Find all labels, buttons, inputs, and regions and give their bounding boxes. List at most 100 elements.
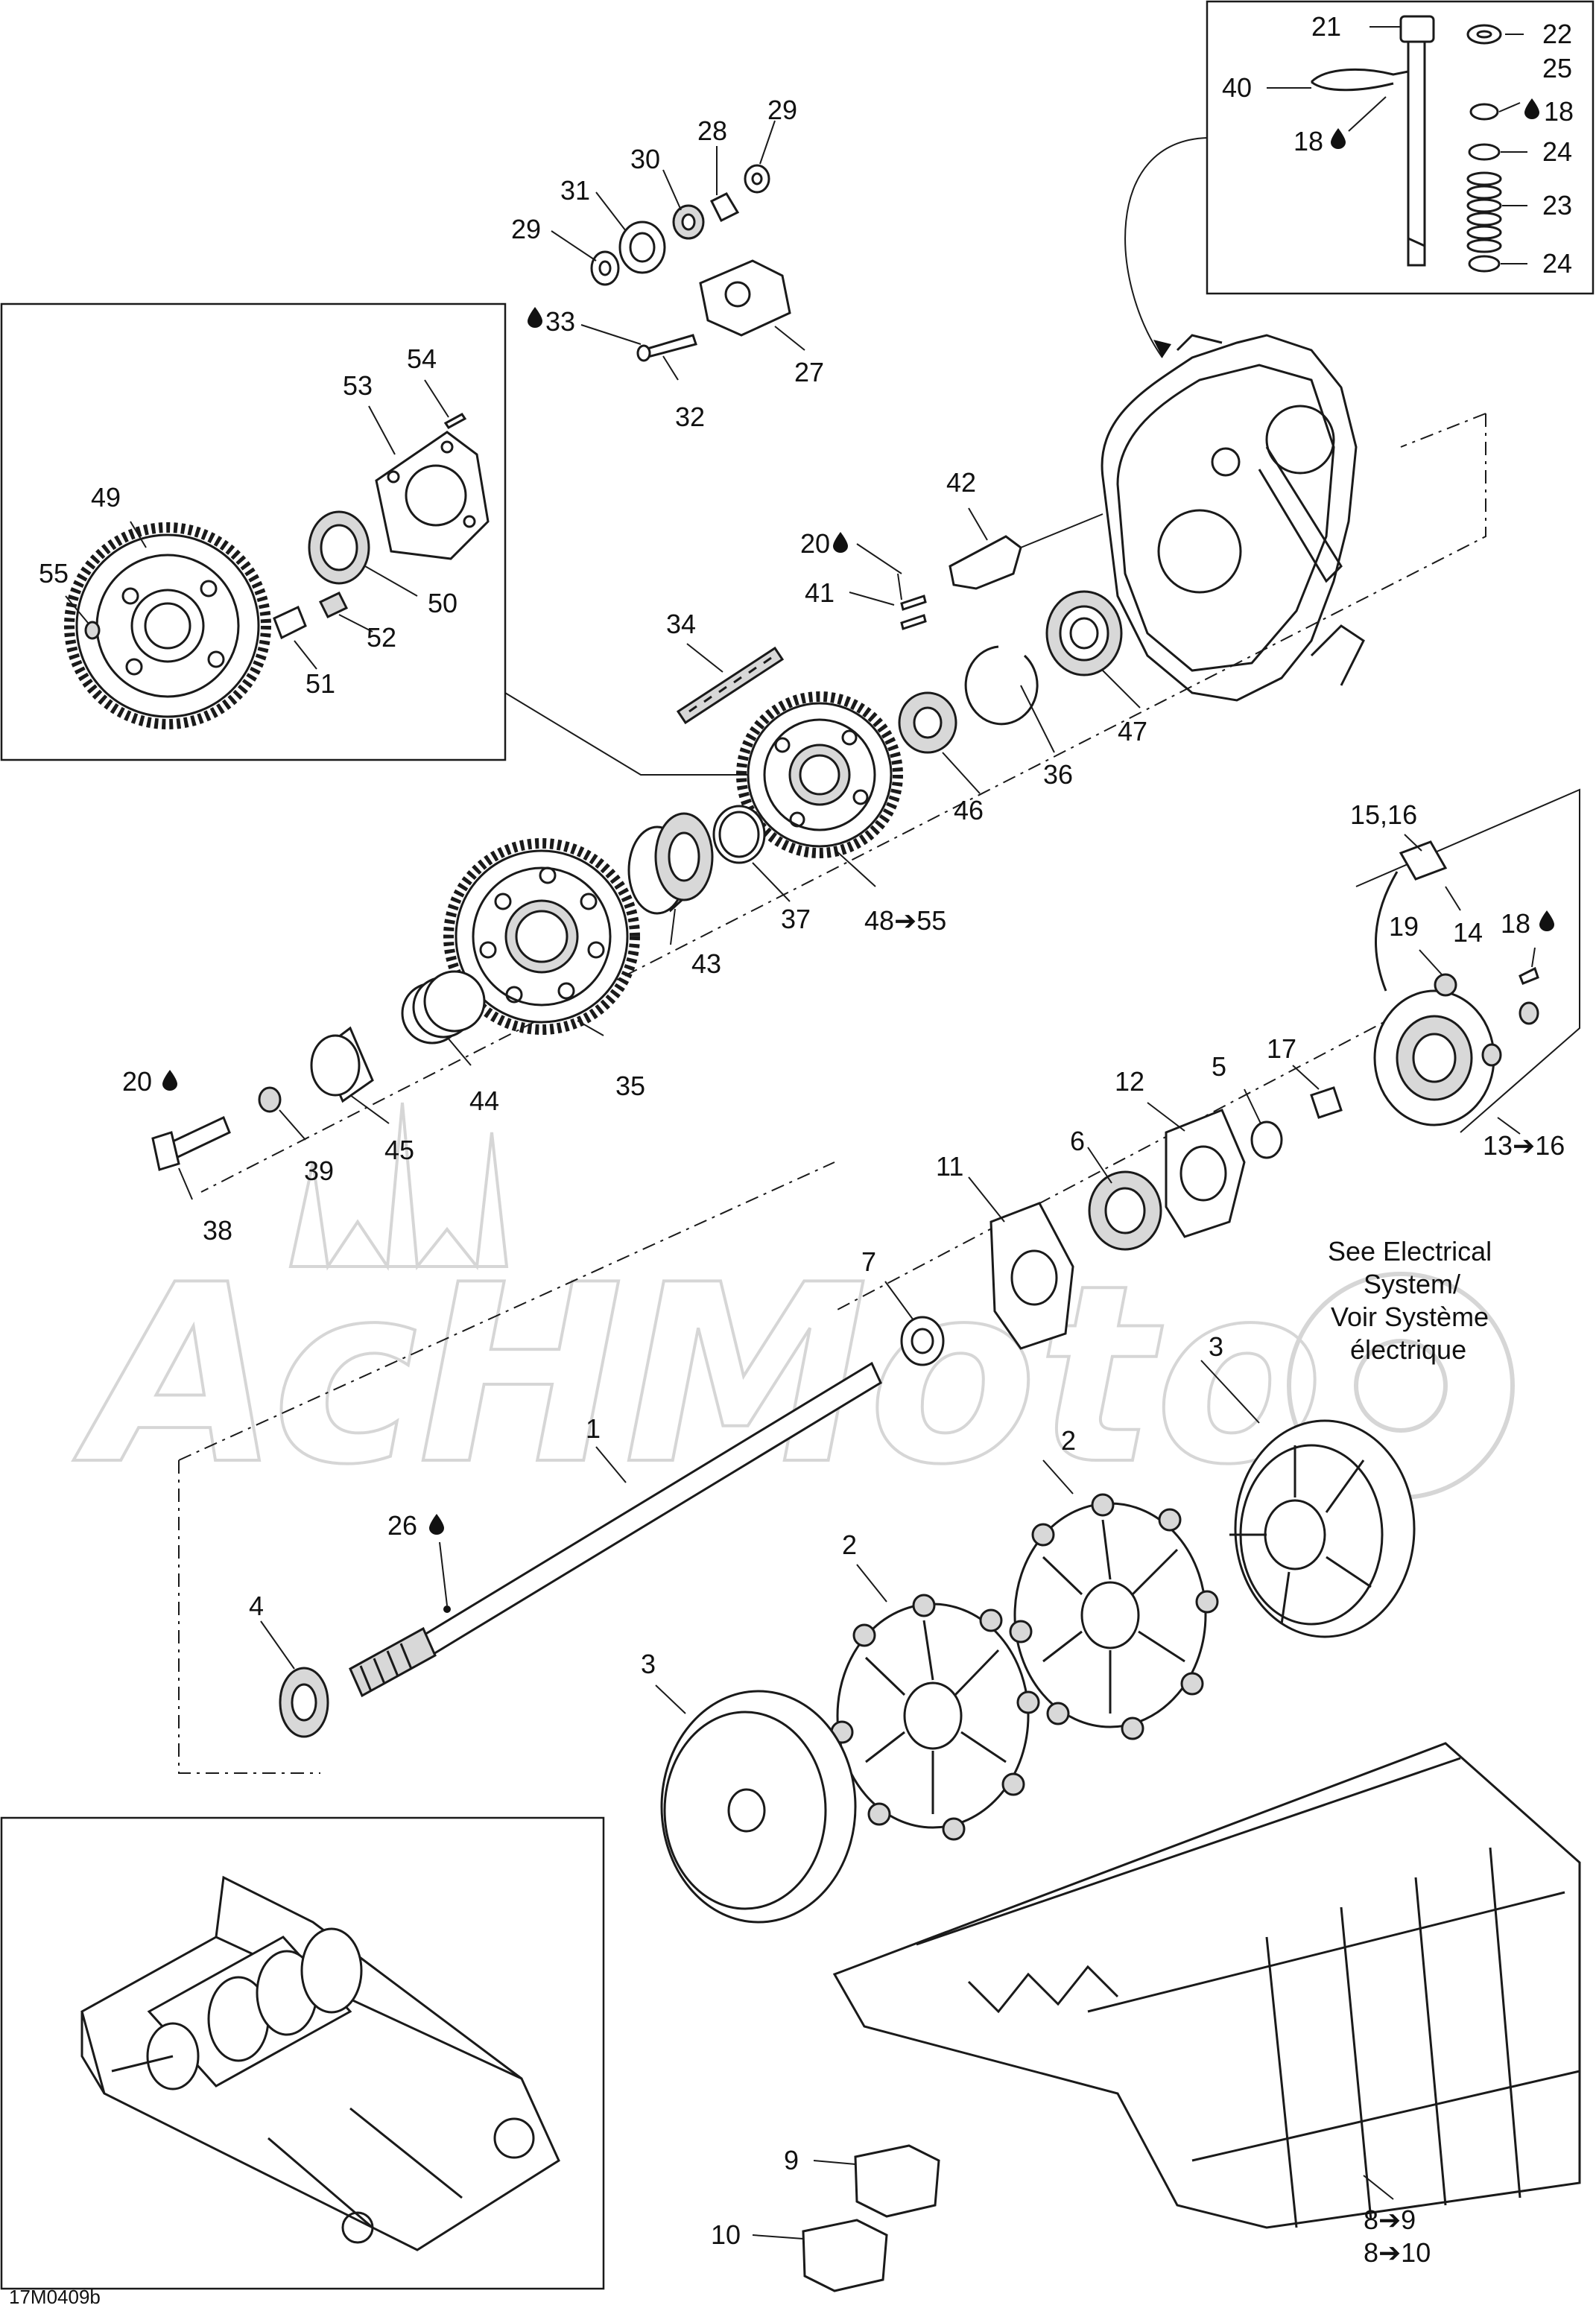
label-36: 36 [1043, 759, 1073, 790]
label-27: 27 [794, 357, 824, 387]
bearing-flange-part-12 [1165, 1109, 1246, 1238]
inset-frame-top-right [1206, 0, 1595, 295]
bolt-part-21 [1399, 15, 1435, 267]
nut-part-19 [1434, 973, 1457, 997]
label-49: 49 [91, 482, 121, 513]
note-line-1: See Electrical [1328, 1236, 1492, 1267]
nut-part-55 [84, 621, 101, 640]
label-25: 25 [1542, 53, 1572, 83]
washer-part-24-top [1468, 143, 1501, 161]
washer-part-25 [1469, 103, 1499, 121]
label-55: 55 [39, 558, 69, 589]
note-line-2: System/ [1364, 1269, 1460, 1299]
label-32: 32 [675, 402, 705, 432]
label-29-left: 29 [511, 214, 541, 244]
label-48-55: 48➔55 [864, 905, 946, 936]
note-line-3: Voir Système [1331, 1302, 1489, 1332]
oil-drop-icon [162, 1070, 177, 1091]
track-part-8: 8➔9 8➔10 [832, 1742, 1581, 2268]
label-11: 11 [936, 1151, 963, 1182]
chaincase-housing [1101, 334, 1365, 702]
label-1: 1 [586, 1413, 601, 1444]
retainer-plate-part-53 [375, 431, 490, 560]
label-51: 51 [305, 668, 335, 699]
label-26: 26 [387, 1510, 417, 1541]
label-20-upper: 20 [800, 528, 830, 559]
screw-part-54 [443, 413, 467, 429]
label-20-lower: 20 [122, 1066, 152, 1097]
inset-pointer-arrow [1124, 137, 1208, 358]
flange-part-11 [989, 1202, 1074, 1350]
label-33: 33 [545, 306, 575, 337]
label-46: 46 [954, 795, 984, 825]
label-38: 38 [203, 1215, 232, 1246]
label-9: 9 [784, 2145, 799, 2175]
label-2-left: 2 [842, 1530, 857, 1560]
label-53: 53 [343, 370, 373, 401]
inset-frame-bottom-left [0, 1816, 605, 2290]
drive-shaft-group: 1 4 26 [249, 1361, 882, 1738]
gear-train: 35 43 37 48➔55 46 36 47 34 44 45 39 38 2… [122, 467, 1147, 1246]
label-18-pin: 18 [1293, 126, 1323, 156]
bushing-part-28 [709, 192, 740, 223]
label-6: 6 [1070, 1126, 1085, 1156]
label-2-right: 2 [1061, 1425, 1076, 1456]
pin-part-51 [273, 605, 307, 640]
tensioner-parts: 29 31 30 28 29 27 33 32 [511, 95, 824, 432]
label-50: 50 [428, 588, 457, 618]
label-15-16: 15,16 [1350, 799, 1417, 830]
oil-drop-icon [1539, 910, 1554, 931]
label-12: 12 [1115, 1066, 1144, 1097]
oil-drop-icon [528, 307, 542, 328]
gear-detail-inset: 49 53 54 50 52 51 55 [0, 302, 507, 761]
plug-part-17 [1310, 1086, 1343, 1119]
tensioner-block-part-27 [699, 259, 791, 337]
label-3-right: 3 [1209, 1331, 1223, 1362]
oil-drop-icon [1331, 128, 1346, 149]
label-14: 14 [1453, 917, 1483, 948]
label-39: 39 [304, 1156, 334, 1186]
sprockets: 3 2 2 3 [641, 1331, 1416, 1924]
oil-drop-icon [1524, 98, 1539, 119]
label-30: 30 [630, 144, 660, 174]
lever-part-42 [949, 535, 1022, 590]
label-24-bottom: 24 [1542, 248, 1572, 279]
label-37: 37 [781, 904, 811, 934]
bolt-part-41 [900, 595, 927, 611]
label-22: 22 [1542, 19, 1572, 49]
label-28: 28 [697, 115, 727, 146]
label-21: 21 [1311, 11, 1341, 42]
track-clips: 9 10 [711, 2144, 940, 2292]
oil-drop-icon [833, 532, 848, 553]
inset-connector-line [504, 692, 760, 776]
clip-part-9 [854, 2144, 940, 2218]
label-54: 54 [407, 343, 437, 374]
label-40: 40 [1222, 72, 1252, 103]
label-29-right: 29 [767, 95, 797, 125]
label-43: 43 [691, 948, 721, 979]
label-31: 31 [560, 175, 590, 206]
assembly-axis-lower [178, 1460, 320, 1774]
label-13-16: 13➔16 [1483, 1130, 1565, 1161]
label-35: 35 [615, 1071, 645, 1101]
spring-part-23 [1466, 171, 1502, 253]
label-19: 19 [1389, 911, 1419, 942]
label-52: 52 [367, 622, 396, 653]
label-44: 44 [469, 1085, 499, 1116]
sensor-harness-outline [1355, 788, 1580, 1133]
location-inset [0, 1816, 605, 2290]
assembly-axis-upper [200, 413, 1486, 1193]
note-line-4: électrique [1350, 1334, 1466, 1365]
label-24-top: 24 [1542, 136, 1572, 167]
label-7: 7 [861, 1246, 876, 1277]
label-34: 34 [666, 609, 696, 639]
label-10: 10 [711, 2219, 741, 2250]
brake-bolt-inset: 21 22 25 18 24 23 24 40 18 [1206, 0, 1595, 295]
washer-part-24-bottom [1468, 255, 1501, 273]
electrical-system-note: See Electrical System/ Voir Système élec… [1328, 1236, 1492, 1365]
label-45: 45 [384, 1135, 414, 1165]
label-18-inset: 18 [1544, 96, 1574, 127]
label-17: 17 [1267, 1033, 1296, 1064]
label-5: 5 [1212, 1051, 1226, 1082]
